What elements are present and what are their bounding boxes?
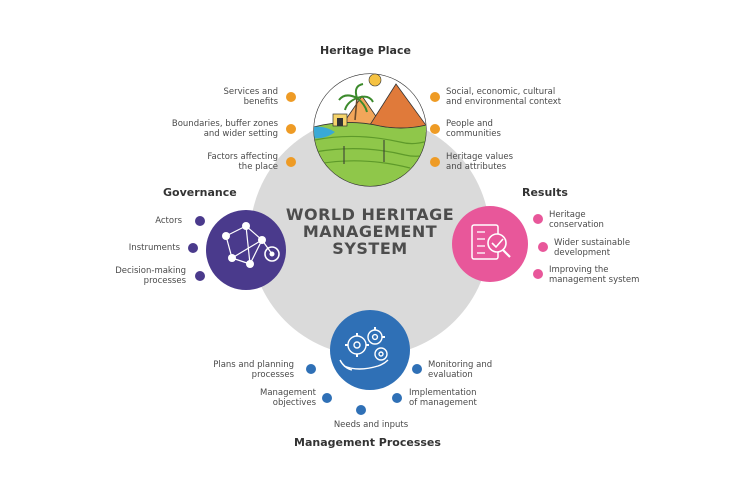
heritage-dot [286,157,296,167]
governance-network-icon [206,210,286,290]
results-dot [538,242,548,252]
center-title: WORLD HERITAGE MANAGEMENT SYSTEM [255,206,485,257]
results-label: Wider sustainable development [554,238,631,258]
heritage-dot [430,92,440,102]
center-title-line: MANAGEMENT [302,222,438,241]
process-dot [392,393,402,403]
governance-label: Actors [155,216,182,226]
process-dot [356,405,366,415]
results-dot [533,269,543,279]
heritage-place-title: Heritage Place [320,44,411,57]
process-label: Plans and planning processes [213,360,294,380]
heritage-left-label: Boundaries, buffer zones and wider setti… [171,119,278,139]
management-processes-title: Management Processes [294,436,441,449]
results-title: Results [522,186,568,199]
process-label: Management objectives [260,388,316,408]
governance-label: Instruments [128,243,180,253]
results-checklist-icon [452,206,528,282]
core-circle [250,116,490,356]
process-dot [412,364,422,374]
heritage-right-label: Heritage values and attributes [446,152,513,172]
process-label: Implementation of management [409,388,477,408]
heritage-dot [286,124,296,134]
process-dot [306,364,316,374]
governance-dot [195,216,205,226]
governance-title: Governance [163,186,237,199]
heritage-left-label: Factors affecting the place [207,152,278,172]
heritage-right-label: Social, economic, cultural and environme… [446,87,562,107]
center-title-line: SYSTEM [332,239,408,258]
heritage-left-label: Services and benefits [223,87,278,107]
heritage-dot [430,157,440,167]
heritage-dot [286,92,296,102]
heritage-landscape-icon [313,73,427,187]
results-label: Heritage conservation [549,210,604,230]
results-dot [533,214,543,224]
process-label: Needs and inputs [333,420,409,430]
governance-dot [188,243,198,253]
center-title-line: WORLD HERITAGE [285,205,455,224]
management-gears-icon [330,310,410,390]
sun-icon [368,73,382,87]
heritage-right-label: People and communities [446,119,501,139]
results-label: Improving the management system [549,265,640,285]
governance-label: Decision-making processes [115,266,186,286]
process-label: Monitoring and evaluation [428,360,493,380]
governance-dot [195,271,205,281]
heritage-dot [430,124,440,134]
process-dot [322,393,332,403]
